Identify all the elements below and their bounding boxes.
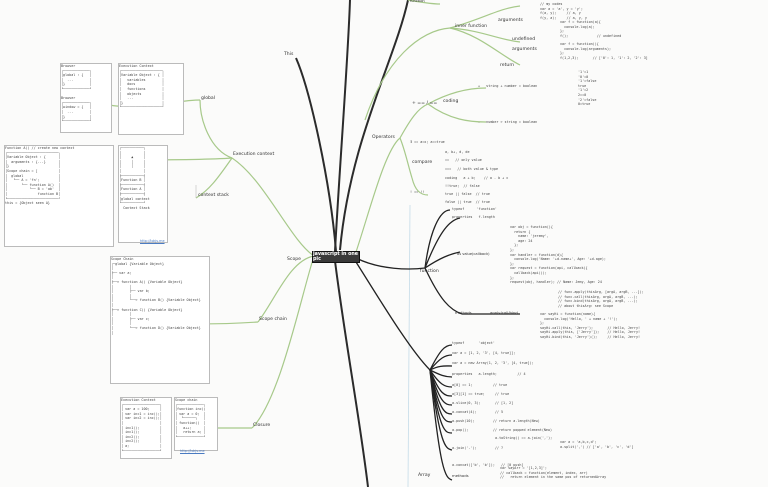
- array-row-12: a.concat(['b', 'b']); // [0 push]: [452, 463, 524, 467]
- array-row-10: a.toString() == a.join(',');: [495, 436, 553, 440]
- coding-row-0: + string + number = boolean: [478, 84, 538, 88]
- array-methods-code: var sayArr = '[1,2,3]'; // callback = fu…: [500, 466, 607, 480]
- root-node[interactable]: javascript in one pic: [312, 251, 360, 263]
- array-row-0: typeof 'object': [452, 341, 495, 345]
- branch-scope[interactable]: Scope: [287, 257, 301, 262]
- array-row-7: a.concat(4); // 5: [452, 410, 504, 414]
- array-row-9: a.pop(); // return popped element(New): [452, 428, 553, 432]
- bind-code: var sayHi = function(name){ console.log(…: [540, 312, 641, 339]
- array-row-1: var a = [1, 2, '3', [4, true]];: [452, 351, 516, 355]
- operators-row-4: coding a + b; // a - b + c: [445, 176, 509, 180]
- branch-array[interactable]: Array: [418, 473, 431, 478]
- array-row-8: a.push(10); // return a.length(New): [452, 419, 540, 423]
- branch-context-stack[interactable]: context stack: [198, 193, 229, 198]
- bool-row-0: !!true; // false: [445, 184, 480, 188]
- global-box: Browser ┌─────────────┐ │global : { │ │ …: [60, 63, 112, 133]
- bool-row-1: true || false // true: [445, 192, 490, 196]
- branch-arguments-2[interactable]: arguments: [512, 47, 537, 52]
- branch-arguments[interactable]: arguments: [498, 18, 523, 23]
- undefined-code: var f = function(a){ console.log(a); }; …: [560, 20, 622, 38]
- join-code: var a = 'a,b,c,d'; a.split(',') // ['a',…: [560, 440, 634, 449]
- closure-exec-box: Execution Context ┌──────────────────┐ │…: [120, 397, 172, 459]
- apply-code: // func.apply(thisArg, [argA, argB, ...]…: [558, 290, 644, 308]
- branch-function[interactable]: function: [420, 269, 439, 274]
- closure-link[interactable]: http://lokjs.me: [180, 449, 205, 453]
- function-row-0: typeof 'function': [452, 207, 497, 211]
- context-stack-link[interactable]: http://lokjs.me: [140, 239, 165, 243]
- closure-scope-box: Scope chain ┌─────────────┐ │function in…: [174, 397, 218, 451]
- array-row-4: a[0] == 1; // true: [452, 383, 508, 387]
- branch-compare[interactable]: compare: [412, 160, 433, 165]
- bool-label: ! == !!: [410, 190, 425, 194]
- inner-args-code: // my codes var a = 'a', y = 'y'; f(a, y…: [540, 2, 587, 20]
- function-code: var obj = function(){ return { name: 'je…: [510, 225, 606, 285]
- array-row-3: properties a.length; // 4: [452, 372, 526, 376]
- operators-row-0: Ǝ == a=x; a==true: [410, 140, 445, 144]
- global-exec-box: Execution Context ┌────────────────────┐…: [118, 63, 184, 135]
- branch-return[interactable]: return: [500, 63, 515, 68]
- scope-chain-box: Scope Chain ┌─global {Variable Object} │…: [110, 256, 210, 384]
- branch-closure[interactable]: Closure: [253, 423, 271, 428]
- branch-execution-context[interactable]: Execution context: [233, 152, 275, 157]
- node-plus-minus: + == / ==: [412, 101, 438, 106]
- operators-row-1: a, b+, d, de: [445, 150, 470, 154]
- branch-apply-call-bind[interactable]: apply/call/bind: [490, 310, 518, 315]
- operators-row-2: == // only value: [445, 158, 482, 162]
- coding-string-code: '1'=1 '0'=0 '1'=false true '1'=2 2==0 '2…: [578, 70, 597, 107]
- operators-row-3: === // both value & type: [445, 167, 499, 171]
- top-node-function[interactable]: function: [410, 0, 425, 3]
- array-row-6: a.slice(0, 3); // [1, 2]: [452, 401, 514, 405]
- exec-context-box: Function A() // create new context ┌────…: [4, 145, 114, 247]
- branch-undefined[interactable]: undefined: [512, 37, 536, 42]
- branch-array-methods[interactable]: methods: [452, 473, 469, 478]
- branch-methods[interactable]: methods: [455, 310, 472, 315]
- branch-scope-chain[interactable]: Scope chain: [259, 317, 287, 322]
- branch-coding[interactable]: coding: [443, 99, 459, 104]
- branch-this[interactable]: This: [284, 52, 294, 57]
- context-stack-box: ┌───────────┐ │ │ │ ▲ │ │ │ │ │ │ │ │ │ …: [118, 145, 168, 243]
- branch-global[interactable]: global: [201, 96, 216, 101]
- branch-value-callback[interactable]: as value(callback): [457, 252, 490, 256]
- coding-row-1: - number > string = boolean: [478, 120, 538, 124]
- array-row-11: a.join('-'); // ?: [452, 446, 504, 450]
- function-row-1: properties f.length: [452, 215, 495, 219]
- arguments-code: var f = function(){ console.log(argument…: [560, 42, 648, 60]
- array-row-2: var a = new Array(1, 2, '3', [4, true]);: [452, 361, 534, 365]
- bool-row-2: false || true // true: [445, 200, 490, 204]
- branch-operators[interactable]: Operators: [372, 135, 395, 140]
- branch-inner-function[interactable]: inner function: [455, 24, 488, 29]
- array-row-5: a[3][1] == true; // true: [452, 392, 510, 396]
